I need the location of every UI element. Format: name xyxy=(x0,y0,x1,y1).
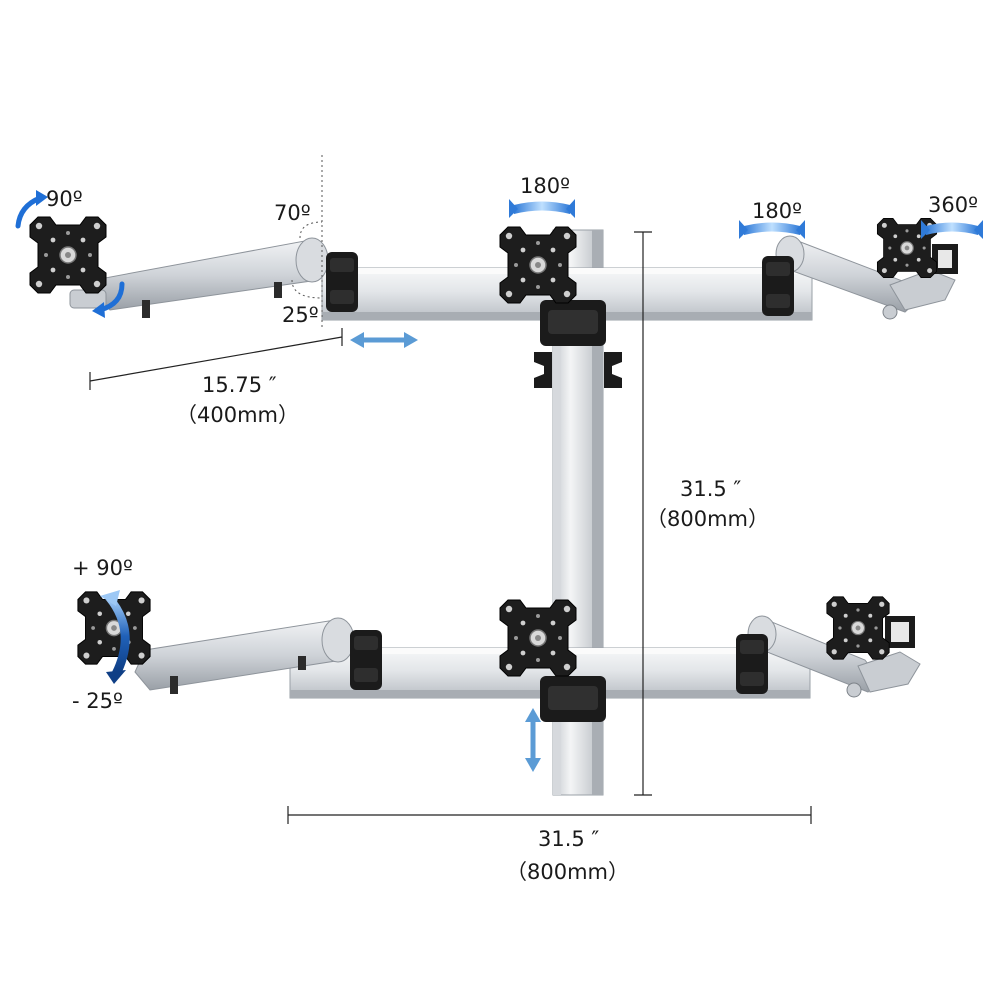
rotate-arrow-icon xyxy=(566,199,575,218)
angle-label-elbow-down: 25º xyxy=(282,303,319,327)
rotate-arrow-icon xyxy=(744,222,800,235)
clamp-bracket-icon xyxy=(326,252,358,312)
rotate-arrow-icon xyxy=(92,302,105,318)
angle-arc xyxy=(291,279,323,299)
double-arrow-icon xyxy=(350,332,418,348)
rotate-arrow-icon xyxy=(921,220,930,239)
rotate-arrow-icon xyxy=(100,590,120,606)
vesa-plate-icon xyxy=(499,226,577,304)
vesa-plate-icon xyxy=(499,599,577,677)
height-mm: （800mm） xyxy=(646,507,769,531)
height-dimension xyxy=(634,231,652,796)
rotate-arrow-icon xyxy=(106,600,130,672)
arm-length-dimension xyxy=(89,328,343,390)
width-inches: 31.5 ″ xyxy=(538,827,599,851)
rotate-arrow-icon xyxy=(106,670,126,684)
angle-label-top-right: 180º xyxy=(752,199,802,223)
vesa-plate-icon xyxy=(826,596,890,660)
rotate-arrow-icon xyxy=(739,220,748,239)
width-dimension xyxy=(287,806,812,824)
clamp-bracket-icon xyxy=(350,630,382,690)
angle-label-top-center: 180º xyxy=(520,174,570,198)
width-mm: （800mm） xyxy=(506,860,629,884)
rotate-arrow-icon xyxy=(514,201,570,214)
height-inches: 31.5 ″ xyxy=(680,477,741,501)
clamp-bracket-icon xyxy=(736,634,768,694)
angle-label-bottom-left-up: + 90º xyxy=(72,556,133,580)
arm-length-mm: （400mm） xyxy=(176,403,299,427)
angle-label-bottom-left-down: - 25º xyxy=(72,689,123,713)
bottom-left-arm xyxy=(134,617,355,694)
angle-label-top-left: 90º xyxy=(46,187,83,211)
rotate-arrow-icon xyxy=(926,222,978,235)
rotate-arrow-icon xyxy=(36,190,48,206)
arm-length-inches: 15.75 ″ xyxy=(202,373,277,397)
double-arrow-icon xyxy=(525,708,541,772)
center-mount-bottom xyxy=(540,676,606,722)
clamp-bracket-icon xyxy=(762,256,794,316)
top-left-arm xyxy=(69,237,329,318)
top-right-arm xyxy=(775,235,958,320)
bottom-right-arm xyxy=(747,615,921,698)
angle-label-elbow: 70º xyxy=(274,201,311,225)
rotate-arrow-icon xyxy=(974,220,983,239)
vesa-plate-icon xyxy=(29,216,107,294)
angle-label-top-right-rotate: 360º xyxy=(928,193,978,217)
clamp-bracket-icon xyxy=(534,352,622,388)
rotate-arrow-icon xyxy=(509,199,518,218)
rotate-arrow-icon xyxy=(796,220,805,239)
center-mount-top xyxy=(540,300,606,346)
